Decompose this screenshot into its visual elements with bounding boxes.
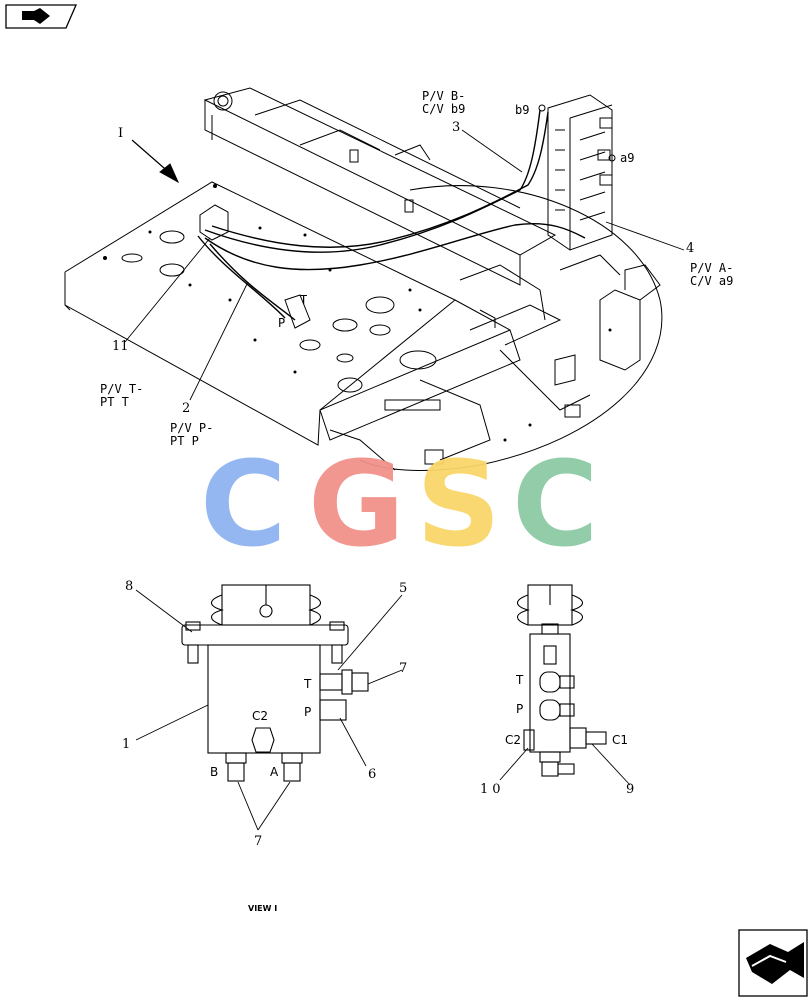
watermark-s: S [416, 435, 501, 573]
port-left-p: P [304, 705, 311, 719]
callout-3: 3 [452, 120, 460, 135]
callout-6: 6 [368, 767, 376, 782]
page-forward-icon[interactable] [738, 929, 808, 997]
label-p-small: P [278, 316, 285, 330]
callout-2: 2 [182, 401, 190, 416]
callout-7-right: 7 [399, 661, 407, 676]
lower-left-labels: T P C2 B A 8 5 7 1 6 7 [122, 579, 407, 849]
watermark-c2: C [512, 435, 599, 573]
leader-lines-lower-left [135, 589, 403, 831]
label-cv-b9: C/V b9 [422, 102, 465, 116]
upper-frame-drawing [64, 87, 663, 471]
callout-8: 8 [125, 579, 133, 594]
port-left-t: T [303, 677, 312, 691]
callout-4: 4 [686, 241, 694, 256]
label-pv-a: P/V A- [690, 261, 733, 275]
lower-right-labels: T P C2 C1 10 9 [480, 673, 634, 797]
port-left-a: A [270, 765, 279, 779]
pilot-valve-front-view [181, 584, 369, 782]
label-pt-p: PT P [170, 434, 199, 448]
port-right-c2: C2 [505, 733, 521, 747]
label-cv-a9: C/V a9 [690, 274, 733, 288]
port-left-b: B [210, 765, 218, 779]
port-right-p: P [516, 702, 523, 716]
pilot-valve-side-view [516, 584, 607, 777]
callout-1: 1 [122, 737, 130, 752]
leader-lines-lower-right [499, 743, 631, 786]
callout-11: 11 [112, 339, 129, 354]
upper-labels: P/V B- C/V b9 b9 a9 P/V A- C/V a9 P/V T-… [100, 89, 733, 448]
label-pv-p: P/V P- [170, 421, 213, 435]
watermark-g: G [308, 435, 405, 573]
label-t-small: T [300, 293, 307, 307]
callout-10: 10 [480, 782, 505, 797]
callout-7-bottom: 7 [254, 834, 262, 849]
label-b9: b9 [515, 103, 529, 117]
port-right-t: T [515, 673, 524, 687]
leader-lines [124, 129, 685, 401]
label-a9: a9 [620, 151, 634, 165]
label-pv-b: P/V B- [422, 89, 465, 103]
label-pt-t: PT T [100, 395, 129, 409]
page-back-icon[interactable] [5, 4, 77, 29]
label-pv-t: P/V T- [100, 382, 143, 396]
watermark-c1: C [200, 435, 287, 573]
port-right-c1: C1 [612, 733, 628, 747]
callout-9: 9 [626, 782, 634, 797]
port-left-c2: C2 [252, 709, 268, 723]
callout-5: 5 [399, 581, 407, 596]
cgsc-watermark: C G S C [200, 435, 599, 573]
view-arrow-mark: I [118, 126, 123, 141]
view-caption: VIEW I [248, 904, 277, 913]
